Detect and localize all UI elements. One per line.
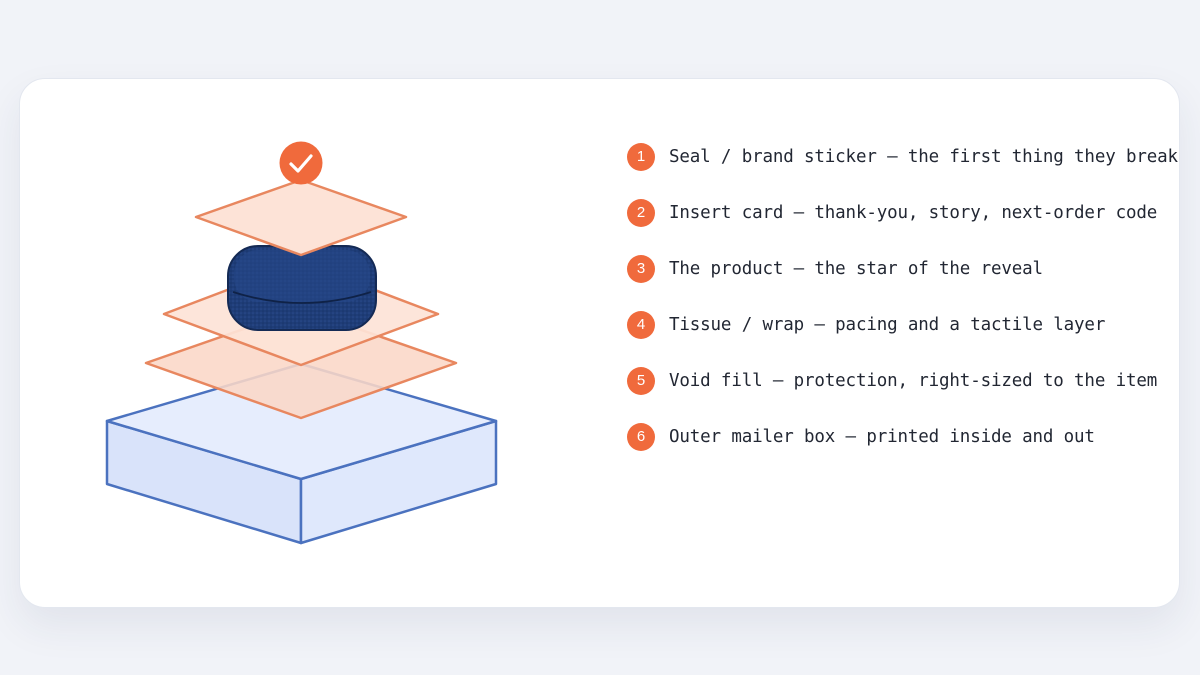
- seal-sticker: [279, 141, 323, 185]
- step-label: Void fill – protection, right-sized to t…: [669, 371, 1158, 391]
- packaging-layers-diagram: [105, 141, 498, 545]
- step-number-badge: 2: [627, 199, 655, 227]
- insert-card-layer: [194, 178, 408, 257]
- product-top: [234, 250, 370, 302]
- product-seam: [232, 291, 372, 304]
- outer-mailer-box: [105, 362, 498, 545]
- list-item: 5 Void fill – protection, right-sized to…: [627, 366, 1187, 396]
- step-number-badge: 1: [627, 143, 655, 171]
- list-item: 3 The product – the star of the reveal: [627, 254, 1187, 284]
- list-item: 1 Seal / brand sticker – the first thing…: [627, 142, 1187, 172]
- list-item: 4 Tissue / wrap – pacing and a tactile l…: [627, 310, 1187, 340]
- step-number-badge: 6: [627, 423, 655, 451]
- step-number-badge: 3: [627, 255, 655, 283]
- product-item: [227, 245, 377, 331]
- seal-circle: [279, 141, 323, 185]
- list-item: 6 Outer mailer box – printed inside and …: [627, 422, 1187, 452]
- step-number-badge: 4: [627, 311, 655, 339]
- list-item: 2 Insert card – thank-you, story, next-o…: [627, 198, 1187, 228]
- step-label: Tissue / wrap – pacing and a tactile lay…: [669, 315, 1106, 335]
- step-label: Insert card – thank-you, story, next-ord…: [669, 203, 1158, 223]
- step-label: Seal / brand sticker – the first thing t…: [669, 147, 1178, 167]
- step-number-badge: 5: [627, 367, 655, 395]
- step-label: Outer mailer box – printed inside and ou…: [669, 427, 1095, 447]
- box-top-face: [105, 362, 498, 481]
- layer-steps-list: 1 Seal / brand sticker – the first thing…: [627, 142, 1187, 478]
- checkmark-icon: [289, 154, 313, 173]
- step-label: The product – the star of the reveal: [669, 259, 1043, 279]
